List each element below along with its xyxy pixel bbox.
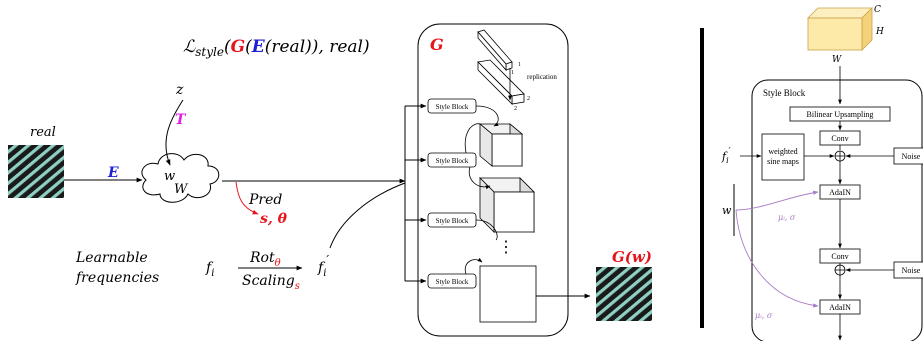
- input-cube: [807, 7, 873, 51]
- feature-cube-1: [478, 123, 524, 167]
- cube-h-label: H: [875, 27, 884, 37]
- svg-text:AdaIN: AdaIN: [829, 188, 851, 197]
- feature-square: [479, 265, 537, 323]
- svg-text:AdaIN: AdaIN: [829, 303, 851, 312]
- pred-arrow: [235, 181, 259, 215]
- style-block-title: Style Block: [763, 88, 806, 98]
- style-block-detail: [751, 79, 923, 341]
- plus-node-1: [834, 150, 846, 162]
- learnable-line1: Learnable: [75, 250, 148, 266]
- latent-cloud: [141, 153, 220, 203]
- real-texture: [8, 145, 64, 198]
- rep-num-3: 2: [527, 96, 530, 102]
- rot-label: Rotθ: [249, 250, 281, 269]
- cube-c-label: C: [874, 5, 881, 15]
- fi-label: fi: [205, 260, 214, 279]
- divider: [700, 28, 704, 328]
- feature-cube-2: [479, 177, 535, 233]
- svg-text:Bilinear Upsampling: Bilinear Upsampling: [807, 110, 874, 119]
- scaling-label: Scalings: [242, 273, 300, 292]
- learnable-line2: frequencies: [75, 270, 159, 286]
- right-fi-prime: fi′: [721, 147, 731, 165]
- pred-label: Pred: [248, 192, 282, 208]
- t-label: T: [175, 112, 187, 128]
- replication-label: replication: [527, 73, 557, 81]
- style-loss: ℒstyle(G(E(real)), real): [183, 37, 370, 59]
- w-space-label: W: [174, 182, 189, 197]
- mu-sigma-1: μᵢ, σ: [778, 213, 796, 222]
- svg-text:Style Block: Style Block: [436, 278, 469, 286]
- link-4: [475, 219, 498, 241]
- link-1: [475, 105, 499, 127]
- plus-node-2: [834, 264, 846, 276]
- sine-maps-box: weighted sine maps: [761, 133, 805, 181]
- style-block-1: Style Block: [427, 98, 477, 114]
- svg-text:Conv: Conv: [831, 134, 848, 143]
- z-label: z: [175, 82, 184, 98]
- generated-texture: [596, 267, 652, 321]
- real-label: real: [30, 125, 56, 140]
- link-5: [464, 257, 483, 275]
- right-w-label: w: [722, 204, 732, 217]
- gw-label: G(w): [612, 248, 652, 266]
- replication-prism: [477, 29, 525, 105]
- noise1-box: Noise: [893, 147, 923, 165]
- cube-w-label: W: [832, 55, 842, 65]
- svg-text:Style Block: Style Block: [436, 103, 469, 111]
- pred-params: s, θ: [260, 211, 288, 227]
- mu-sigma-2: μᵢ, σ: [755, 311, 773, 320]
- svg-text:Noise: Noise: [902, 152, 921, 161]
- adain2-box: AdaIN: [819, 299, 861, 315]
- svg-text:weighted: weighted: [768, 147, 797, 156]
- w-to-adain1: [735, 190, 819, 211]
- link-2: [464, 123, 481, 154]
- svg-text:Conv: Conv: [831, 252, 848, 261]
- generator-label: G: [430, 35, 444, 54]
- w-to-adain2: [735, 209, 819, 308]
- z-arrow: [165, 99, 184, 166]
- svg-text:Noise: Noise: [902, 266, 921, 275]
- svg-text:sine maps: sine maps: [767, 157, 799, 166]
- link-3: [468, 166, 491, 190]
- rep-num-2: 1: [511, 70, 514, 76]
- noise2-box: Noise: [893, 261, 923, 279]
- w-label: w: [164, 169, 175, 184]
- rep-num-1: 1: [518, 62, 521, 68]
- fi-prime-curve: [329, 182, 406, 249]
- style-block-3: Style Block: [427, 212, 477, 228]
- style-block-2: Style Block: [427, 152, 477, 168]
- adain1-box: AdaIN: [819, 184, 861, 200]
- fi-prime-label: fi′: [317, 253, 329, 279]
- dots: ⋮: [498, 237, 514, 256]
- conv2-box: Conv: [819, 248, 861, 264]
- style-block-4: Style Block: [427, 273, 477, 289]
- bilinear-box: Bilinear Upsampling: [789, 106, 891, 122]
- generator-box: [417, 23, 569, 337]
- svg-text:Style Block: Style Block: [436, 217, 469, 225]
- svg-text:Style Block: Style Block: [436, 157, 469, 165]
- e-label: E: [107, 165, 119, 181]
- rep-num-4: 2: [514, 106, 517, 112]
- conv1-box: Conv: [819, 130, 861, 146]
